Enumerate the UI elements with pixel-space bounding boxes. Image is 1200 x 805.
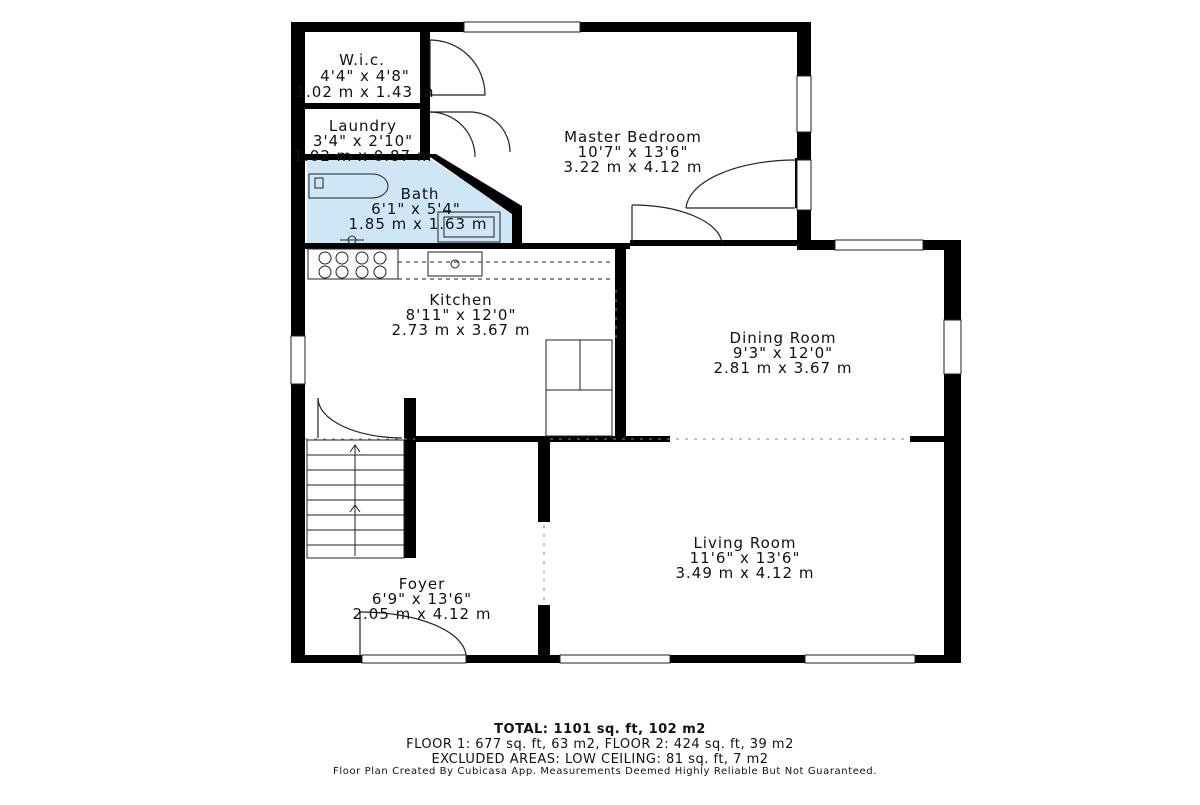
floor-areas: FLOOR 1: 677 sq. ft, 63 m2, FLOOR 2: 424… — [406, 737, 794, 752]
room-name: Master Bedroom — [564, 128, 702, 146]
room-labels: W.i.c. 4'4" x 4'8" 1.02 m x 1.43 m Laund… — [294, 51, 853, 623]
area-summary: TOTAL: 1101 sq. ft, 102 m2 FLOOR 1: 677 … — [0, 722, 1200, 767]
room-imperial: 3'4" x 2'10" — [313, 132, 413, 150]
bath-floor — [307, 158, 518, 248]
room-metric: 1.02 m x 1.43 m — [296, 83, 435, 101]
room-imperial: 4'4" x 4'8" — [320, 67, 410, 85]
room-metric: 3.49 m x 4.12 m — [676, 564, 815, 582]
room-metric: 3.22 m x 4.12 m — [564, 158, 703, 176]
room-metric: 1.02 m x 0.87 m — [294, 147, 433, 165]
floor-plan: W.i.c. 4'4" x 4'8" 1.02 m x 1.43 m Laund… — [290, 21, 962, 664]
room-metric: 1.85 m x 1.63 m — [349, 215, 488, 233]
room-imperial: 9'3" x 12'0" — [733, 344, 833, 362]
stairs — [306, 439, 405, 559]
room-name: Living Room — [693, 534, 796, 552]
windows — [290, 21, 962, 664]
room-boundaries — [305, 290, 910, 605]
kitchen-fixtures — [307, 248, 613, 437]
room-name: Bath — [401, 185, 440, 203]
credit-line: Floor Plan Created By Cubicasa App. Meas… — [333, 766, 877, 777]
room-imperial: 8'11" x 12'0" — [406, 306, 517, 324]
room-metric: 2.73 m x 3.67 m — [392, 321, 531, 339]
room-name: Kitchen — [429, 291, 492, 309]
room-metric: 2.05 m x 4.12 m — [353, 605, 492, 623]
room-name: Dining Room — [730, 329, 837, 347]
room-imperial: 6'1" x 5'4" — [371, 200, 461, 218]
room-imperial: 11'6" x 13'6" — [690, 549, 801, 567]
room-metric: 2.81 m x 3.67 m — [714, 359, 853, 377]
room-name: Foyer — [399, 575, 446, 593]
room-imperial: 6'9" x 13'6" — [372, 590, 472, 608]
room-name: W.i.c. — [339, 51, 385, 69]
total-area: TOTAL: 1101 sq. ft, 102 m2 — [494, 722, 706, 737]
doors — [317, 39, 796, 656]
bath-fixtures — [308, 173, 501, 245]
room-imperial: 10'7" x 13'6" — [578, 143, 689, 161]
room-name: Laundry — [329, 117, 397, 135]
excluded-areas: EXCLUDED AREAS: LOW CEILING: 81 sq. ft, … — [431, 752, 769, 767]
